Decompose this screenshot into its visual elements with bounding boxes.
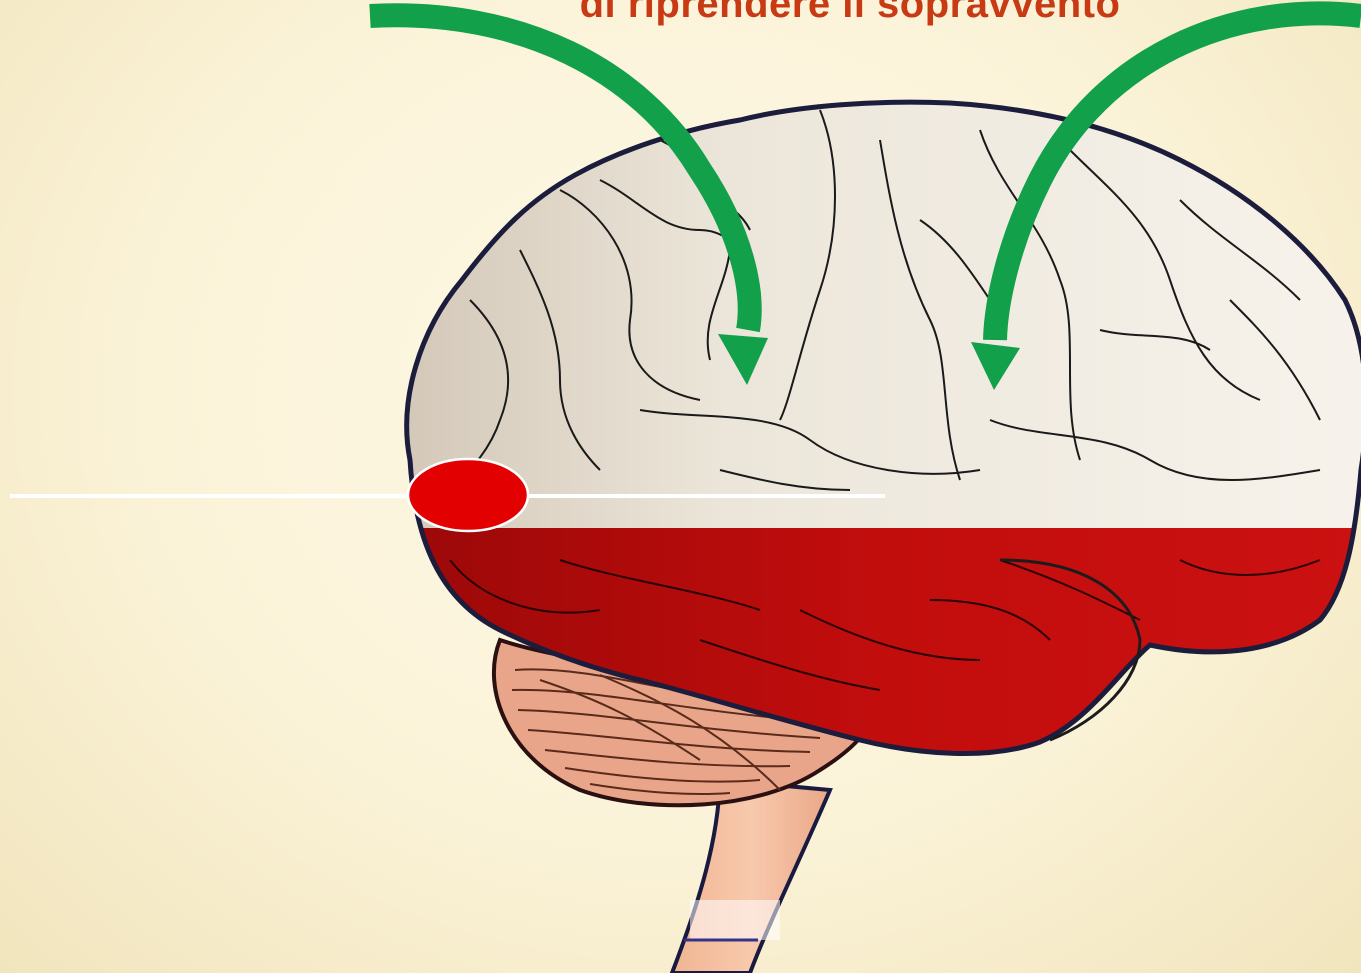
brainstem xyxy=(672,780,830,973)
red-oval-marker-icon xyxy=(408,459,528,531)
caption-text: di riprendere il sopravvento xyxy=(430,0,1270,27)
